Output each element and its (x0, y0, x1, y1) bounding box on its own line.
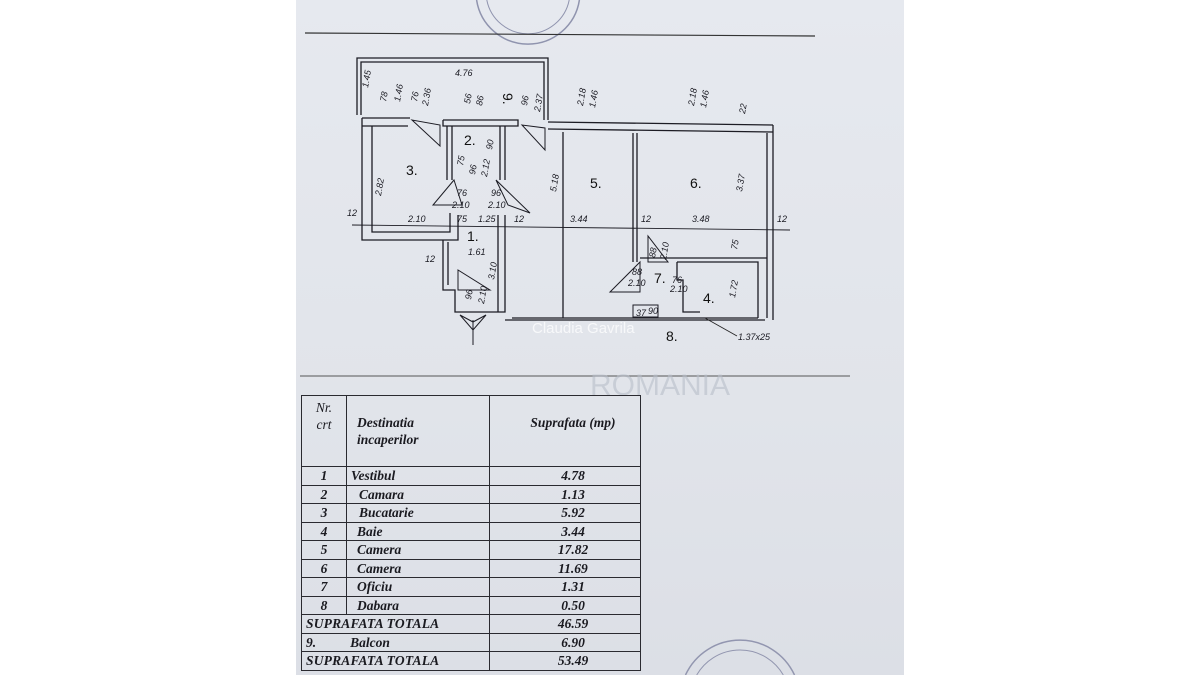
svg-text:3.48: 3.48 (692, 214, 710, 224)
header-incaperilor: incaperilor (357, 432, 419, 447)
header-area: Suprafata (mp) (489, 395, 641, 467)
svg-text:1.37x25: 1.37x25 (738, 332, 771, 342)
svg-text:12: 12 (514, 214, 524, 224)
svg-text:8.: 8. (666, 328, 678, 344)
rooms-table: Nr. crt Destinatia incaperilor Suprafata (… (301, 395, 641, 671)
svg-text:12: 12 (425, 254, 435, 264)
leader-line (704, 317, 738, 337)
svg-text:12: 12 (777, 214, 787, 224)
svg-text:3.37: 3.37 (734, 172, 747, 192)
svg-text:2.36: 2.36 (420, 87, 433, 107)
svg-text:12: 12 (641, 214, 651, 224)
room-numbers: 3. 2. 9. 1. 5. 6. 7. 4. 8. (406, 93, 715, 344)
svg-text:1.61: 1.61 (468, 247, 486, 257)
svg-text:9.: 9. (500, 93, 516, 105)
svg-text:90: 90 (648, 306, 658, 316)
svg-text:37: 37 (636, 308, 647, 318)
dimensions: 4.76 1.45 78 1.46 76 2.36 56 86 96 2.37 … (347, 68, 787, 342)
svg-text:2.10: 2.10 (451, 200, 470, 210)
svg-text:75: 75 (455, 154, 467, 167)
svg-text:2.18: 2.18 (686, 87, 699, 107)
stamp-top (475, 0, 581, 45)
svg-text:88: 88 (632, 267, 642, 277)
svg-text:2.10: 2.10 (658, 241, 671, 261)
svg-text:1.25: 1.25 (478, 214, 497, 224)
svg-text:2.10: 2.10 (407, 214, 426, 224)
svg-text:78: 78 (378, 91, 390, 103)
svg-text:2.10: 2.10 (476, 285, 489, 305)
stamp-bottom (684, 639, 796, 675)
svg-text:2.: 2. (464, 132, 476, 148)
svg-text:22: 22 (737, 103, 749, 116)
svg-text:75: 75 (729, 238, 741, 251)
svg-text:1.72: 1.72 (727, 279, 740, 298)
svg-text:2.10: 2.10 (627, 278, 646, 288)
svg-text:76: 76 (409, 91, 421, 103)
svg-text:3.10: 3.10 (486, 261, 499, 280)
svg-text:4.76: 4.76 (455, 68, 473, 78)
svg-text:2.18: 2.18 (575, 87, 588, 107)
svg-text:96: 96 (491, 188, 501, 198)
svg-text:6.: 6. (690, 175, 702, 191)
top-rule (304, 32, 816, 37)
svg-text:2.82: 2.82 (373, 177, 386, 197)
svg-text:96: 96 (519, 95, 531, 107)
svg-text:3.: 3. (406, 162, 418, 178)
walls (351, 57, 791, 345)
table-header: Nr. crt Destinatia incaperilor Suprafata (… (301, 395, 641, 467)
svg-text:1.: 1. (467, 228, 479, 244)
svg-text:96: 96 (463, 289, 475, 301)
svg-text:2.37: 2.37 (532, 92, 545, 113)
svg-text:2.10: 2.10 (487, 200, 506, 210)
svg-text:12: 12 (347, 208, 357, 218)
svg-text:90: 90 (484, 139, 496, 151)
svg-text:5.18: 5.18 (548, 173, 561, 192)
svg-text:86: 86 (474, 95, 486, 107)
svg-text:1.45: 1.45 (360, 68, 373, 88)
watermark-text: Claudia Gavrila (532, 320, 635, 337)
svg-text:1.46: 1.46 (587, 89, 600, 108)
svg-text:76: 76 (457, 188, 467, 198)
svg-text:96: 96 (467, 164, 479, 176)
svg-text:56: 56 (462, 93, 474, 105)
svg-text:5.: 5. (590, 175, 602, 191)
svg-text:4.: 4. (703, 290, 715, 306)
svg-text:3.44: 3.44 (570, 214, 588, 224)
svg-text:76: 76 (672, 275, 682, 285)
header-crt: crt (316, 417, 332, 432)
svg-text:1.46: 1.46 (392, 83, 405, 102)
svg-text:2.12: 2.12 (479, 158, 492, 178)
svg-text:2.10: 2.10 (669, 284, 688, 294)
svg-text:88: 88 (647, 247, 659, 259)
svg-text:1.46: 1.46 (698, 89, 711, 108)
header-destinatia: Destinatia (357, 415, 415, 430)
svg-text:7.: 7. (654, 270, 666, 286)
svg-text:75: 75 (457, 214, 468, 224)
header-nr: Nr. (315, 400, 333, 415)
